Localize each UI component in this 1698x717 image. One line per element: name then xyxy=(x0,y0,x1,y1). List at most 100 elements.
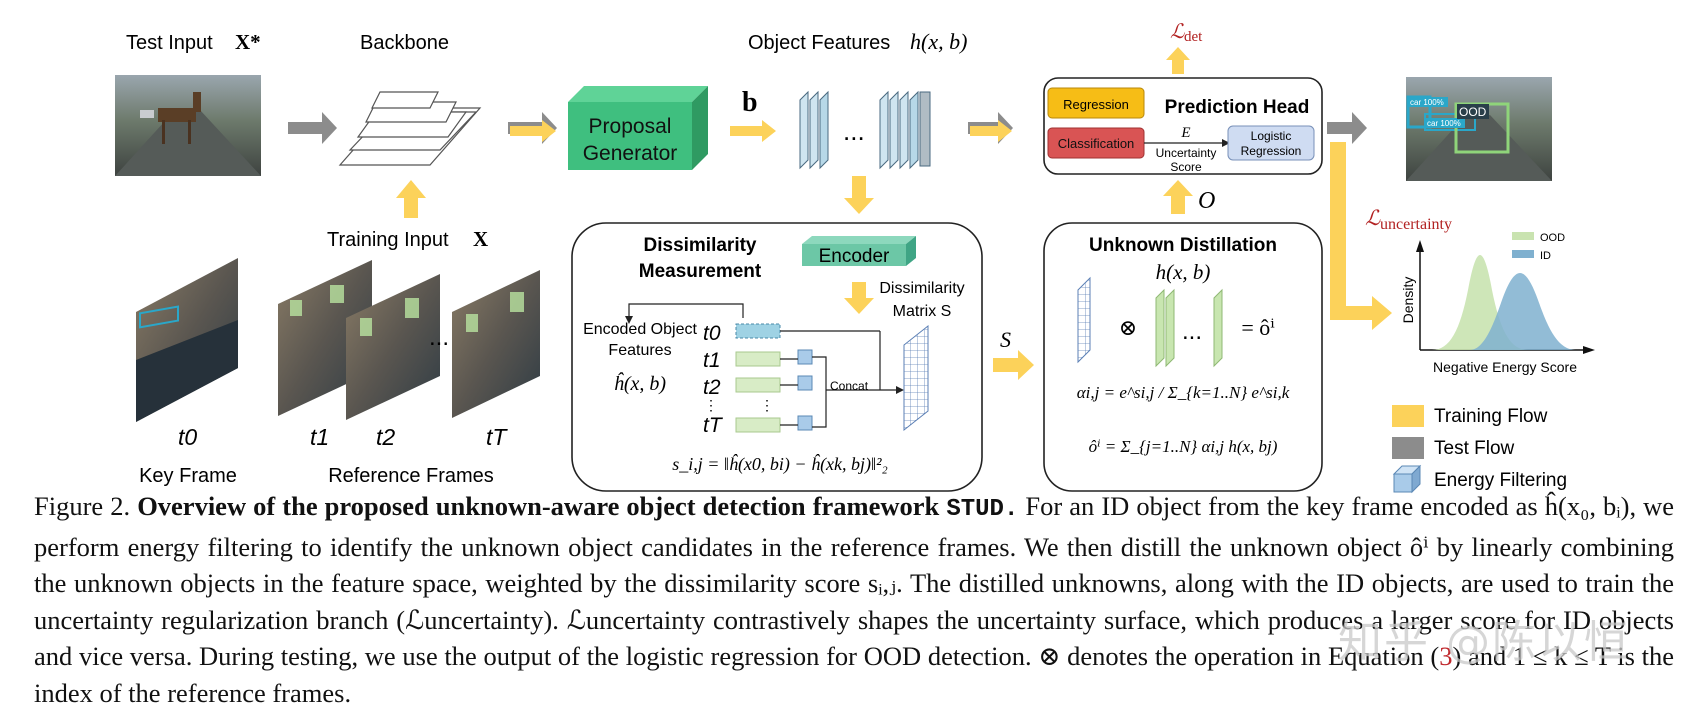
t0-feature-row xyxy=(735,323,881,390)
feature-rows xyxy=(735,351,781,433)
svg-text:Density: Density xyxy=(1400,277,1416,324)
key-frame-label: Key Frame xyxy=(139,465,237,487)
dissimilarity-panel: Dissimilarity Measurement Encoder Dissim… xyxy=(571,222,983,492)
legend-id-swatch xyxy=(1512,250,1534,258)
prediction-head: Regression Prediction Head Classificatio… xyxy=(1043,77,1323,175)
svg-text:E: E xyxy=(1180,125,1190,141)
training-flow-arrow xyxy=(1163,180,1193,214)
svg-text:t2: t2 xyxy=(703,376,721,399)
svg-text:Features: Features xyxy=(608,342,671,359)
svg-text:Training Flow: Training Flow xyxy=(1434,406,1548,427)
reference-frames-images xyxy=(278,260,540,420)
svg-text:s_i,j = ‖ĥ(x0, bi) − ĥ(xk, bj): s_i,j = ‖ĥ(x0, bi) − ĥ(xk, bj)‖²₂ xyxy=(672,453,888,475)
training-input-label: Training Input X xyxy=(327,227,488,251)
s-symbol: S xyxy=(1000,327,1011,352)
svg-text:Encoded Object: Encoded Object xyxy=(583,321,697,338)
svg-text:⋮: ⋮ xyxy=(704,397,718,413)
svg-text:Dissimilarity: Dissimilarity xyxy=(879,280,964,297)
flow-legend: Training Flow Test Flow Energy Filtering xyxy=(1392,405,1567,494)
ood-density-curve xyxy=(1432,255,1528,350)
test-flow-arrow xyxy=(288,112,337,144)
figure-caption: Figure 2. Overview of the proposed unkno… xyxy=(34,488,1674,711)
svg-text:t0: t0 xyxy=(178,424,197,450)
svg-text:Unknown Distillation: Unknown Distillation xyxy=(1089,235,1277,256)
svg-text:uncertainty: uncertainty xyxy=(1380,216,1452,233)
svg-text:det: det xyxy=(1184,29,1203,45)
svg-text:ĥ(x, b): ĥ(x, b) xyxy=(614,371,667,395)
frames-ellipsis: ... xyxy=(429,324,449,351)
watermark: 知乎 @陈以恒 xyxy=(1338,617,1630,668)
svg-text:car 100%: car 100% xyxy=(1427,119,1461,128)
caption-body-end: ) and 1 ≤ k ≤ T is the index of the refe… xyxy=(34,641,1674,708)
energy-filter-cubes xyxy=(797,349,813,431)
svg-text:Regression: Regression xyxy=(1241,144,1302,158)
svg-text:Generator: Generator xyxy=(583,142,678,165)
uncertainty-flow-arrow xyxy=(1330,142,1392,330)
svg-text:Training Input: Training Input xyxy=(327,229,449,251)
id-density-curve xyxy=(1470,273,1576,350)
weight-matrix xyxy=(1077,276,1091,364)
svg-text:= ôⁱ: = ôⁱ xyxy=(1241,315,1275,340)
backbone-label: Backbone xyxy=(360,32,449,54)
svg-text:tT: tT xyxy=(486,424,508,450)
svg-text:Dissimilarity: Dissimilarity xyxy=(644,235,757,256)
svg-text:ℒ: ℒ xyxy=(1170,21,1185,43)
caption-title: Overview of the proposed unknown-aware o… xyxy=(137,491,940,521)
equation-link[interactable]: 3 xyxy=(1439,641,1453,671)
legend-training-swatch xyxy=(1392,405,1424,427)
svg-text:⊗: ⊗ xyxy=(1119,315,1137,340)
svg-text:Negative Energy Score: Negative Energy Score xyxy=(1433,359,1577,375)
features-ellipsis: ... xyxy=(843,116,865,146)
svg-text:αi,j = e^si,j / Σ_{k=1..N} e^s: αi,j = e^si,j / Σ_{k=1..N} e^si,k xyxy=(1077,383,1290,402)
svg-text:Object Features: Object Features xyxy=(748,32,890,54)
proposal-generator: Proposal Generator xyxy=(568,86,708,170)
svg-text:OOD: OOD xyxy=(1459,105,1487,119)
training-flow-arrow xyxy=(730,120,776,142)
test-flow-arrow xyxy=(1327,112,1367,144)
svg-text:OOD: OOD xyxy=(1540,232,1565,244)
frame-labels: t0 t1 t2 tT xyxy=(178,424,508,450)
svg-text:ID: ID xyxy=(1540,250,1551,262)
legend-test-swatch xyxy=(1392,437,1424,459)
legend-ood-swatch xyxy=(1512,232,1534,240)
output-image: car 100% car 100% OOD xyxy=(1406,77,1552,181)
legend-energy-cube xyxy=(1392,464,1422,494)
dissimilarity-matrix xyxy=(903,324,929,432)
svg-text:t0: t0 xyxy=(703,322,721,345)
training-flow-arrow xyxy=(844,176,874,214)
regression-box xyxy=(1047,87,1145,119)
reference-frames-label: Reference Frames xyxy=(328,465,494,487)
svg-text:Measurement: Measurement xyxy=(639,261,762,282)
unknown-distillation-panel: Unknown Distillation h(x, b) ⊗ ... = ôⁱ … xyxy=(1043,222,1323,492)
svg-text:tT: tT xyxy=(703,414,724,437)
svg-text:Prediction Head: Prediction Head xyxy=(1165,97,1310,118)
training-flow-arrow xyxy=(970,120,1012,142)
caption-prefix: Figure 2. xyxy=(34,491,131,521)
svg-text:Score: Score xyxy=(1170,160,1202,174)
svg-text:Concat: Concat xyxy=(830,379,869,393)
svg-text:h(x, b): h(x, b) xyxy=(910,29,967,54)
encoder-box: Encoder xyxy=(802,236,916,267)
svg-text:...: ... xyxy=(1182,318,1202,345)
svg-text:ôⁱ = Σ_{j=1..N} αi,j h(x, bj): ôⁱ = Σ_{j=1..N} αi,j h(x, bj) xyxy=(1089,437,1278,456)
framework-diagram: Test Input X* Backbone Object Features h… xyxy=(115,21,1595,494)
distill-feature-plates xyxy=(1155,288,1223,368)
svg-text:Test Flow: Test Flow xyxy=(1434,438,1515,459)
svg-text:car 100%: car 100% xyxy=(1410,98,1444,107)
svg-text:t1: t1 xyxy=(703,349,721,372)
loss-uncertainty: ℒ uncertainty xyxy=(1365,206,1452,233)
test-input-image xyxy=(115,75,261,176)
svg-text:Proposal: Proposal xyxy=(589,115,672,138)
loss-det: ℒ det xyxy=(1166,21,1203,74)
svg-text:Encoder: Encoder xyxy=(819,246,890,267)
svg-text:X: X xyxy=(473,227,488,251)
logistic-regression-box xyxy=(1227,125,1315,161)
svg-text:Classification: Classification xyxy=(1058,136,1135,151)
test-input-label: Test Input X* xyxy=(126,30,261,54)
svg-text:t1: t1 xyxy=(310,424,329,450)
svg-text:Regression: Regression xyxy=(1063,97,1129,112)
object-features-label: Object Features h(x, b) xyxy=(748,29,967,54)
svg-text:h(x, b): h(x, b) xyxy=(1156,260,1211,284)
backbone-icon xyxy=(338,91,482,166)
o-symbol: O xyxy=(1198,188,1215,214)
